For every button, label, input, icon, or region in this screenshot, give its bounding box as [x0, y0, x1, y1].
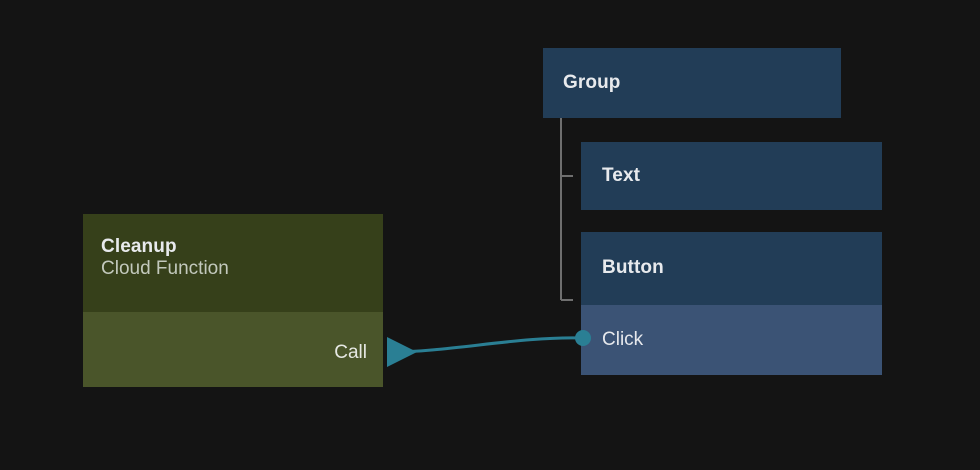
- node-title: Button: [602, 257, 664, 279]
- node-header: Button: [581, 232, 882, 305]
- node-title: Text: [602, 164, 641, 186]
- edge-source-dot[interactable]: [575, 330, 591, 346]
- node-button[interactable]: Button Click: [581, 232, 882, 375]
- node-header: Group: [543, 48, 841, 118]
- node-subtitle: Cloud Function: [101, 258, 229, 280]
- node-text[interactable]: Text: [581, 142, 882, 210]
- port-row-click[interactable]: Click: [581, 305, 882, 375]
- node-title: Cleanup: [101, 236, 177, 257]
- port-click-label: Click: [602, 329, 644, 350]
- node-body: Call: [83, 312, 383, 387]
- node-header: Cleanup Cloud Function: [83, 214, 383, 312]
- edge-click-to-call: [386, 336, 584, 368]
- node-group[interactable]: Group: [543, 48, 841, 118]
- node-header: Text: [581, 142, 882, 210]
- node-cleanup-cloud-function[interactable]: Cleanup Cloud Function Call: [83, 214, 383, 387]
- port-call[interactable]: Call: [334, 342, 367, 363]
- node-title: Group: [563, 71, 621, 93]
